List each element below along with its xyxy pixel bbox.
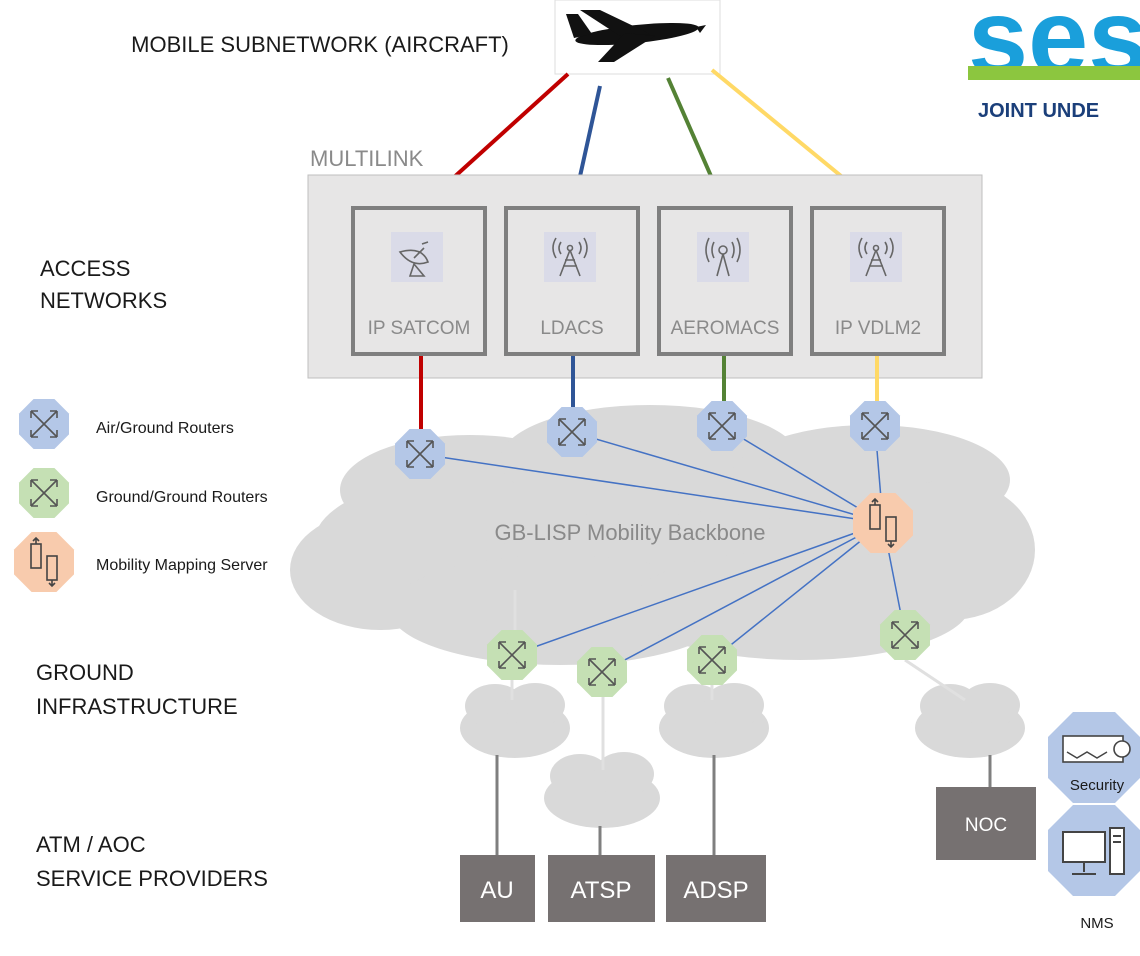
air-ground-router-icon <box>394 428 446 480</box>
network-label-ldacs: LDACS <box>540 318 603 339</box>
provider-box-au: AU <box>460 855 535 922</box>
nms-label: NMS <box>1080 915 1113 932</box>
provider-box-atsp: ATSP <box>548 855 655 922</box>
computer-icon <box>1062 827 1125 875</box>
key-icon <box>1062 735 1131 763</box>
svg-text:ACCESS: ACCESS <box>40 256 130 281</box>
air-ground-router-icon <box>696 400 748 452</box>
ground-cloud-atsp <box>544 752 660 828</box>
radio-tower-icon <box>544 232 596 282</box>
ground-ground-router-icon <box>686 634 738 686</box>
satellite-dish-icon <box>391 232 443 282</box>
noc-box: NOC <box>936 787 1036 860</box>
legend-label: Mobility Mapping Server <box>96 557 268 574</box>
ground-cloud-adsp <box>659 683 769 758</box>
legend-label: Air/Ground Routers <box>96 420 234 437</box>
backbone-label: GB-LISP Mobility Backbone <box>494 520 765 545</box>
svg-text:GROUND: GROUND <box>36 660 134 685</box>
legend-item-air-ground: Air/Ground Routers <box>18 398 234 450</box>
svg-text:ATM / AOC: ATM / AOC <box>36 832 146 857</box>
aircraft-icon <box>566 10 706 62</box>
provider-label: AU <box>480 877 513 904</box>
legend-label: Ground/Ground Routers <box>96 489 268 506</box>
svg-text:SERVICE PROVIDERS: SERVICE PROVIDERS <box>36 866 268 891</box>
provider-label: ATSP <box>571 877 632 904</box>
security-icon-group: Security <box>1048 712 1140 803</box>
radio-tower-icon <box>850 232 902 282</box>
section-service-providers: ATM / AOC SERVICE PROVIDERS <box>36 832 268 891</box>
network-box-vdlm2: IP VDLM2 <box>810 206 946 356</box>
mapping-server-icon <box>13 531 75 593</box>
network-label-aeromacs: AEROMACS <box>671 318 780 339</box>
nms-icon-group: NMS <box>1048 805 1140 932</box>
provider-label: ADSP <box>683 877 748 904</box>
mapping-server-icon <box>852 492 914 554</box>
router-icon <box>18 467 70 519</box>
legend: Air/Ground Routers Ground/Ground Routers… <box>13 398 268 593</box>
multilink-title: MULTILINK <box>310 146 424 171</box>
ground-cloud-noc <box>915 683 1025 758</box>
ground-ground-router-icon <box>486 629 538 681</box>
network-label-vdlm2: IP VDLM2 <box>835 318 921 339</box>
legend-item-ground-ground: Ground/Ground Routers <box>18 467 268 519</box>
ground-ground-router-icon <box>879 609 931 661</box>
section-ground-infrastructure: GROUND INFRASTRUCTURE <box>36 660 238 719</box>
sesar-logo: ses JOINT UNDE <box>968 0 1140 122</box>
noc-label: NOC <box>965 815 1007 836</box>
router-icon <box>18 398 70 450</box>
legend-item-mapping-server: Mobility Mapping Server <box>13 531 268 593</box>
section-access-networks: ACCESS NETWORKS <box>40 256 167 313</box>
svg-text:NETWORKS: NETWORKS <box>40 288 167 313</box>
logo-text: ses <box>968 0 1140 97</box>
network-box-satcom: IP SATCOM <box>351 206 487 356</box>
ground-links-light <box>510 590 966 770</box>
backbone-cloud <box>290 405 1035 665</box>
air-ground-router-icon <box>849 400 901 452</box>
backbone-links <box>419 425 906 673</box>
security-label: Security <box>1070 777 1125 794</box>
ground-cloud-au <box>460 683 570 758</box>
provider-box-adsp: ADSP <box>666 855 766 922</box>
ground-ground-router-icon <box>576 646 628 698</box>
aircraft-label: MOBILE SUBNETWORK (AIRCRAFT) <box>131 32 509 57</box>
network-label-satcom: IP SATCOM <box>368 318 471 339</box>
network-box-aeromacs: AEROMACS <box>657 206 793 356</box>
ground-links-dark <box>495 755 992 855</box>
air-ground-router-icon <box>546 406 598 458</box>
logo-subtext: JOINT UNDE <box>978 100 1099 122</box>
network-box-ldacs: LDACS <box>504 206 640 356</box>
svg-text:INFRASTRUCTURE: INFRASTRUCTURE <box>36 694 238 719</box>
